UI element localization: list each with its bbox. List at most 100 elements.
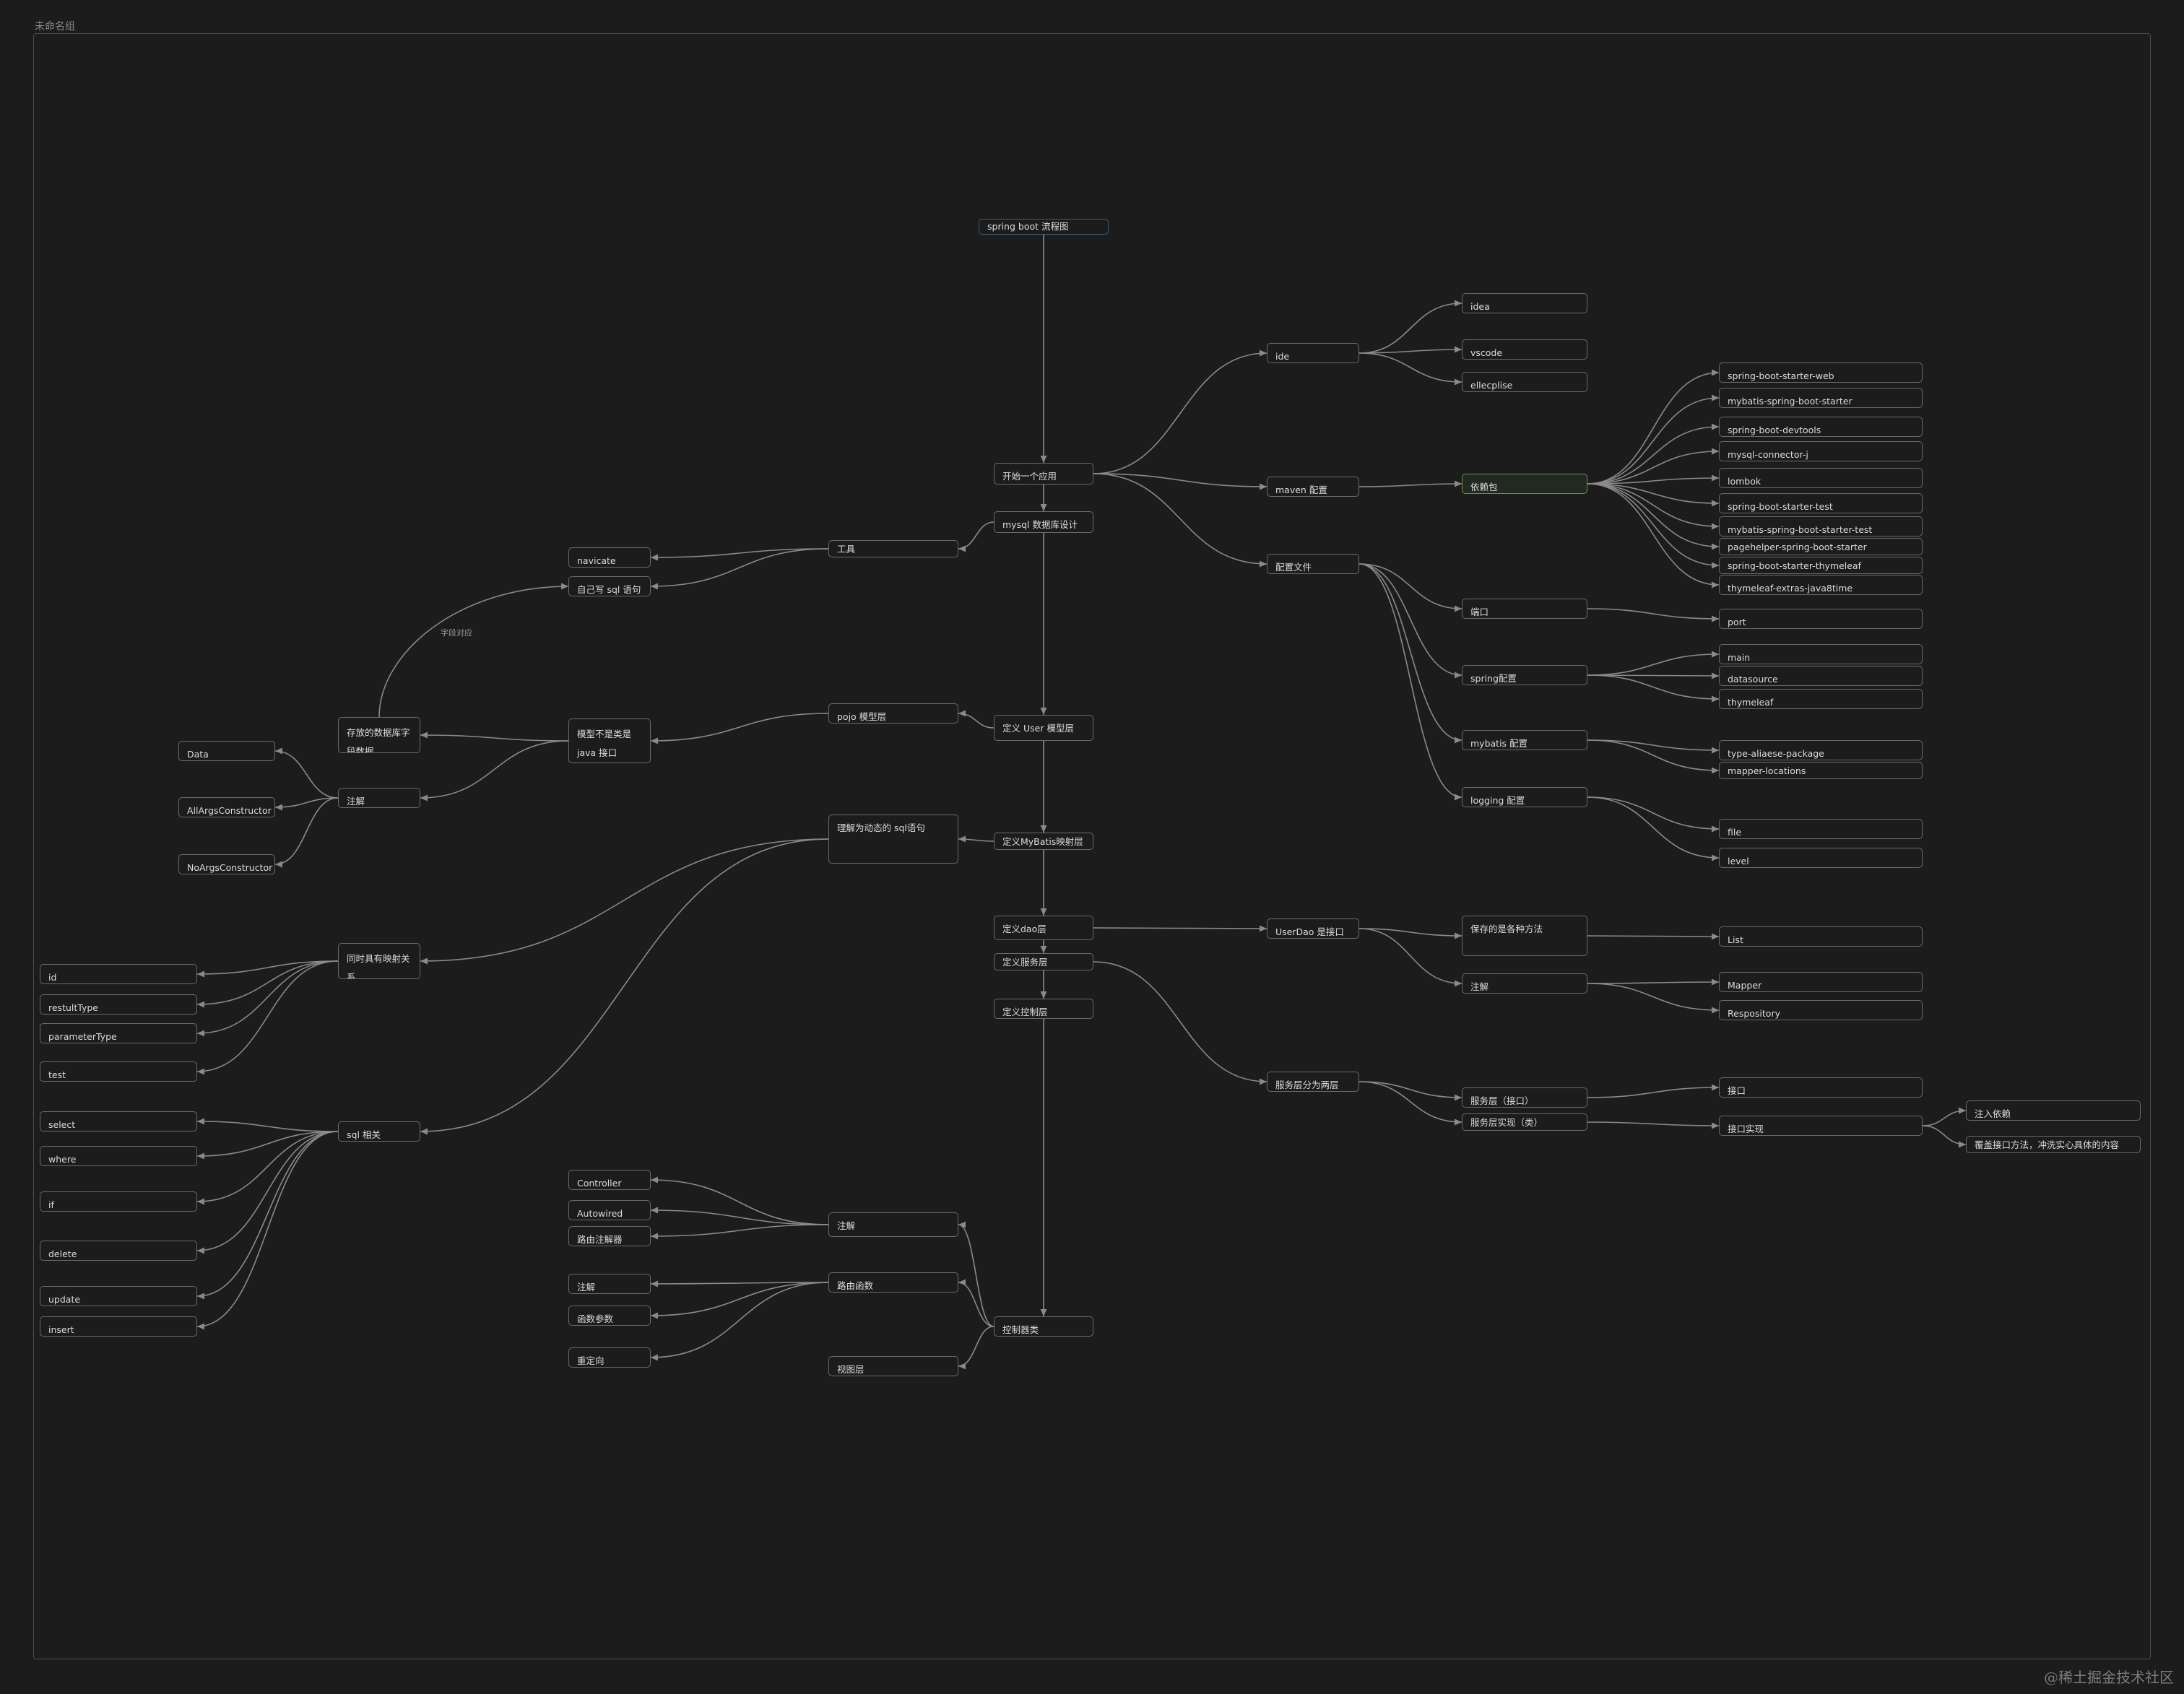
node-tools[interactable]: 工具	[828, 540, 958, 557]
node-select[interactable]: select	[40, 1111, 197, 1131]
node-dep5[interactable]: lombok	[1719, 468, 1923, 488]
node-deps[interactable]: 依赖包	[1462, 474, 1587, 494]
node-dep1[interactable]: spring-boot-starter-web	[1719, 362, 1923, 383]
node-mybatis-cfg[interactable]: mybatis 配置	[1462, 730, 1587, 750]
node-route-func[interactable]: 路由函数	[828, 1272, 958, 1293]
edge-stored_fields-write_sql	[378, 583, 569, 718]
node-mysql-design[interactable]: mysql 数据库设计	[994, 511, 1093, 533]
node-func-params[interactable]: 函数参数	[568, 1306, 651, 1326]
node-parametertype[interactable]: parameterType	[40, 1023, 197, 1043]
node-repository[interactable]: Respository	[1719, 1000, 1923, 1020]
node-controller[interactable]: Controller	[568, 1170, 651, 1190]
edge-route_func-route_anno2	[650, 1280, 829, 1287]
node-iface-impl[interactable]: 接口实现	[1719, 1116, 1923, 1136]
edge-service_split-service_iface	[1358, 1081, 1462, 1101]
node-mapper-loc[interactable]: mapper-locations	[1719, 762, 1923, 779]
node-dep8[interactable]: pagehelper-spring-boot-starter	[1719, 538, 1923, 555]
node-resulttype[interactable]: restultType	[40, 994, 197, 1015]
node-define-user[interactable]: 定义 User 模型层	[994, 715, 1093, 741]
node-delete[interactable]: delete	[40, 1241, 197, 1261]
node-inject[interactable]: 注入依赖	[1966, 1100, 2141, 1121]
node-dep4[interactable]: mysql-connector-j	[1719, 441, 1923, 461]
node-port[interactable]: port	[1719, 609, 1923, 629]
node-autowired[interactable]: Autowired	[568, 1200, 651, 1220]
node-dep7[interactable]: mybatis-spring-boot-starter-test	[1719, 516, 1923, 537]
node-datasource[interactable]: datasource	[1719, 666, 1923, 686]
node-define-dao[interactable]: 定义dao层	[994, 916, 1093, 940]
edge-start_app-config_file	[1093, 473, 1268, 568]
node-level[interactable]: level	[1719, 848, 1923, 868]
node-type-alias[interactable]: type-aliaese-package	[1719, 740, 1923, 760]
node-lombok-anno[interactable]: 注解	[338, 788, 420, 808]
node-stored-fields[interactable]: 存放的数据库字段数据	[338, 717, 420, 753]
node-dep6[interactable]: spring-boot-starter-test	[1719, 493, 1923, 513]
node-route-anno[interactable]: 路由注解器	[568, 1226, 651, 1246]
node-mapper[interactable]: Mapper	[1719, 972, 1923, 992]
node-override[interactable]: 覆盖接口方法，冲洗实心具体的内容	[1966, 1136, 2141, 1153]
node-iface[interactable]: 接口	[1719, 1077, 1923, 1098]
node-dep10[interactable]: thymeleaf-extras-java8time	[1719, 575, 1923, 595]
node-save-methods[interactable]: 保存的是各种方法	[1462, 916, 1587, 956]
edge-sql_related-if	[196, 1131, 339, 1205]
node-mapping-rel[interactable]: 同时具有映射关系	[338, 943, 420, 979]
node-dao-anno[interactable]: 注解	[1462, 973, 1587, 994]
node-thymeleaf[interactable]: thymeleaf	[1719, 689, 1923, 709]
node-sql-related[interactable]: sql 相关	[338, 1121, 420, 1142]
node-model-class[interactable]: 模型不是类是 java 接口	[568, 718, 651, 763]
node-vscode[interactable]: vscode	[1462, 339, 1587, 360]
node-define-controller[interactable]: 定义控制层	[994, 999, 1093, 1019]
node-label: 函数参数	[577, 1313, 614, 1324]
node-spring-cfg[interactable]: spring配置	[1462, 665, 1587, 685]
node-userdao[interactable]: UserDao 是接口	[1267, 918, 1359, 939]
node-ctrl-anno[interactable]: 注解	[828, 1212, 958, 1237]
edge-ctrl_anno-route_anno	[650, 1224, 829, 1240]
node-label: datasource	[1728, 674, 1778, 685]
node-dep9[interactable]: spring-boot-starter-thymeleaf	[1719, 557, 1923, 574]
node-noargs[interactable]: NoArgsConstructor	[178, 854, 275, 874]
node-config-file[interactable]: 配置文件	[1267, 554, 1359, 574]
node-label: 工具	[837, 544, 856, 555]
node-navicate[interactable]: navicate	[568, 547, 651, 568]
node-file[interactable]: file	[1719, 819, 1923, 839]
node-where[interactable]: where	[40, 1146, 197, 1166]
node-ide[interactable]: ide	[1267, 343, 1359, 363]
node-write-sql[interactable]: 自己写 sql 语句	[568, 576, 651, 596]
node-label: 重定向	[577, 1355, 604, 1366]
node-label: pagehelper-spring-boot-starter	[1728, 542, 1867, 552]
node-label: 定义服务层	[1002, 957, 1048, 968]
node-eclipse[interactable]: ellecplise	[1462, 372, 1587, 392]
node-start-app[interactable]: 开始一个应用	[994, 463, 1093, 485]
node-define-service[interactable]: 定义服务层	[994, 953, 1093, 970]
node-root[interactable]: spring boot 流程图	[979, 219, 1109, 235]
node-service-impl[interactable]: 服务层实现（类）	[1462, 1113, 1587, 1131]
node-dynamic-sql[interactable]: 理解为动态的 sql语句	[828, 815, 958, 864]
node-label: spring-boot-starter-test	[1728, 501, 1833, 512]
node-update[interactable]: update	[40, 1286, 197, 1306]
node-dep2[interactable]: mybatis-spring-boot-starter	[1719, 388, 1923, 408]
node-view-layer[interactable]: 视图层	[828, 1356, 958, 1376]
node-maven[interactable]: maven 配置	[1267, 477, 1359, 497]
node-label: AllArgsConstructor	[187, 805, 272, 816]
node-id[interactable]: id	[40, 964, 197, 984]
node-label: restultType	[48, 1002, 98, 1013]
node-service-split[interactable]: 服务层分为两层	[1267, 1072, 1359, 1092]
node-label: 控制器类	[1002, 1324, 1039, 1335]
node-redirect[interactable]: 重定向	[568, 1347, 651, 1368]
node-data[interactable]: Data	[178, 741, 275, 761]
node-service-iface[interactable]: 服务层（接口）	[1462, 1087, 1587, 1108]
node-main[interactable]: main	[1719, 644, 1923, 664]
node-list[interactable]: List	[1719, 926, 1923, 947]
node-controller-class[interactable]: 控制器类	[994, 1316, 1093, 1337]
node-test[interactable]: test	[40, 1061, 197, 1082]
node-idea[interactable]: idea	[1462, 293, 1587, 313]
node-route-anno2[interactable]: 注解	[568, 1274, 651, 1294]
node-if[interactable]: if	[40, 1191, 197, 1212]
node-define-mybatis[interactable]: 定义MyBatis映射层	[994, 833, 1093, 850]
node-allargs[interactable]: AllArgsConstructor	[178, 797, 275, 817]
node-insert[interactable]: insert	[40, 1316, 197, 1337]
node-port-cfg[interactable]: 端口	[1462, 599, 1587, 619]
node-dep3[interactable]: spring-boot-devtools	[1719, 417, 1923, 437]
node-logging-cfg[interactable]: logging 配置	[1462, 787, 1587, 807]
node-pojo[interactable]: pojo 模型层	[828, 703, 958, 724]
edge-service_impl-iface_impl	[1587, 1121, 1720, 1129]
